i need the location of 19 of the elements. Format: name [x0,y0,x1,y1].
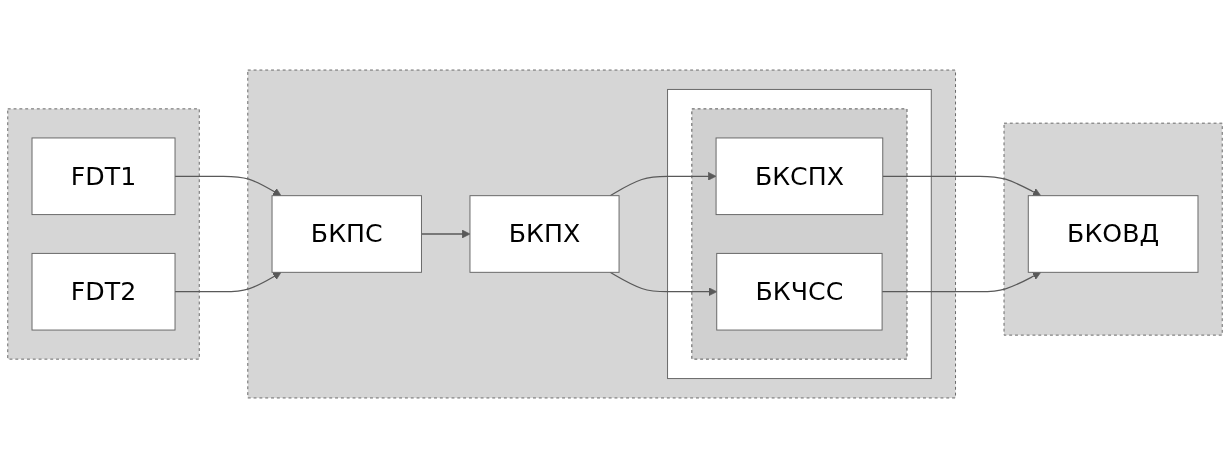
cluster [247,69,956,399]
node-box: БКСПХ [715,137,884,216]
arrow [609,271,718,296]
cluster [1003,122,1223,336]
arrow [881,271,1042,293]
cluster [7,108,200,360]
node-box: БКПС [271,195,422,273]
arrow [420,229,471,239]
arrow [174,271,282,293]
arrow [174,175,282,197]
node-box: БКОВД [1027,195,1199,273]
node-box: БКЧСС [716,252,883,331]
cluster [667,88,932,380]
cluster [691,108,908,360]
node-box: FDT1 [31,137,176,216]
node-box: БКПХ [469,195,620,273]
arrow [882,175,1042,197]
node-box: FDT2 [31,252,176,331]
arrow [609,172,717,197]
